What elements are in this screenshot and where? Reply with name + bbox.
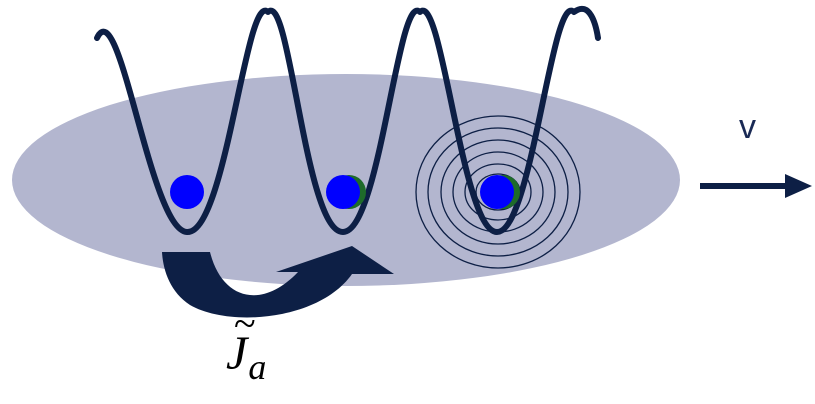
velocity-label: v	[739, 108, 756, 146]
lattice-potential-curve	[94, 6, 601, 236]
hopping-subscript: a	[248, 347, 267, 387]
velocity-arrow-icon	[700, 174, 812, 198]
hopping-symbol: J	[226, 327, 248, 380]
atom-well-3	[480, 175, 514, 209]
atom-well-1	[170, 175, 204, 209]
hopping-accent: ~	[234, 301, 256, 346]
atom-well-2	[326, 175, 360, 209]
tunneling-arrow	[162, 246, 394, 318]
hopping-amplitude-label: ~ J a	[226, 301, 266, 387]
harmonic-trap-rings	[415, 115, 581, 269]
